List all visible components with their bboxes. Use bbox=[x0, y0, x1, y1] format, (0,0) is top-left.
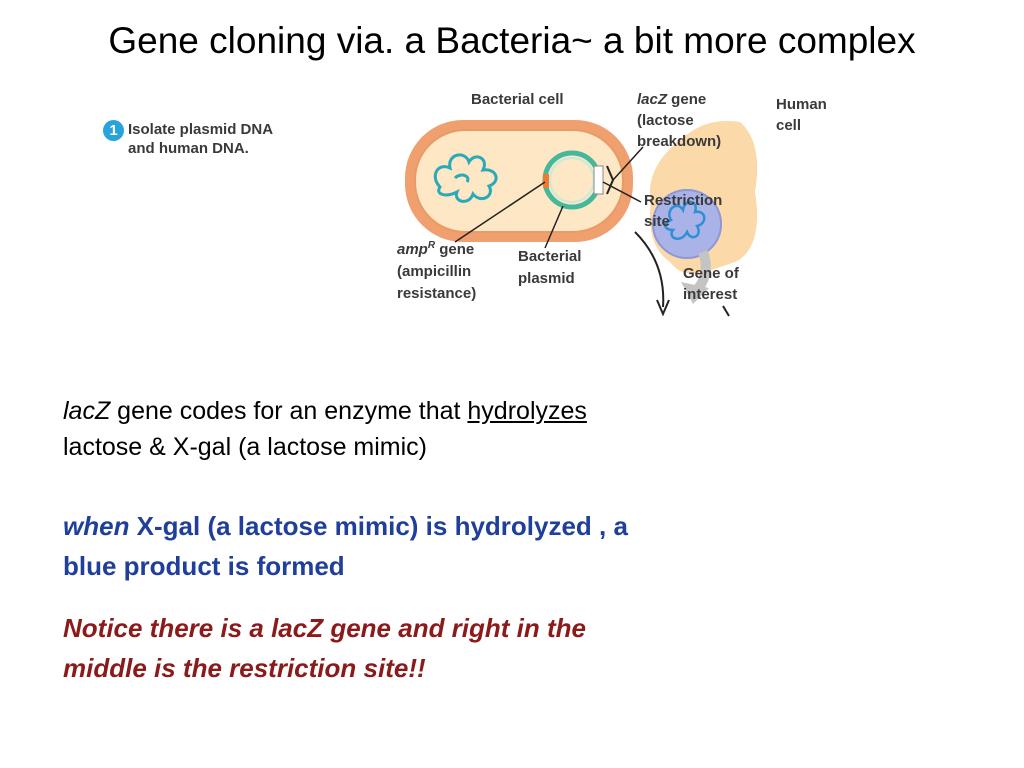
downward-arrowhead bbox=[656, 299, 670, 317]
label-amp-line2: (ampicillin bbox=[397, 263, 471, 280]
label-restriction-line2: site bbox=[644, 213, 670, 230]
label-human-cell-line2: cell bbox=[776, 117, 802, 134]
label-goi-line2: interest bbox=[683, 286, 737, 303]
gene-of-interest-pointer bbox=[722, 305, 730, 317]
restriction-pointer bbox=[602, 181, 642, 203]
note-line2: middle is the restriction site!! bbox=[63, 653, 426, 683]
label-bacterial-cell: Bacterial cell bbox=[471, 91, 564, 108]
note-line1: Notice there is a lacZ gene and right in… bbox=[63, 613, 586, 643]
label-lacz-line2: (lactose bbox=[637, 112, 694, 129]
plasmid-pointer bbox=[544, 205, 564, 249]
label-human-cell: Human cell bbox=[776, 94, 827, 136]
lacz-paragraph: lacZ gene codes for an enzyme that hydro… bbox=[63, 393, 803, 465]
lacz-pointer bbox=[612, 146, 644, 181]
step-text: Isolate plasmid DNA and human DNA. bbox=[128, 120, 273, 158]
lacz-paragraph-line2: lactose & X-gal (a lactose mimic) bbox=[63, 433, 428, 461]
step-number-badge: 1 bbox=[103, 120, 124, 141]
lacz-paragraph-part1: gene codes for an enzyme that bbox=[110, 397, 468, 425]
label-lacz-gene: lacZ gene bbox=[637, 91, 706, 108]
label-amp-gene: ampR gene bbox=[397, 240, 474, 258]
label-plasmid-line2: plasmid bbox=[518, 270, 575, 287]
ampr-segment bbox=[543, 174, 549, 188]
slide-title: Gene cloning via. a Bacteria~ a bit more… bbox=[108, 20, 916, 61]
label-lacz-line3: breakdown) bbox=[637, 133, 721, 150]
step-text-line2: and human DNA. bbox=[128, 140, 249, 157]
xgal-line1-rest: X-gal (a lactose mimic) is hydrolyzed , … bbox=[129, 511, 628, 541]
label-goi-line1: Gene of bbox=[683, 265, 740, 282]
human-dna-squiggle bbox=[664, 200, 706, 240]
human-dna-arrowhead bbox=[681, 282, 709, 304]
label-amp-italic: amp bbox=[397, 241, 428, 258]
cloning-diagram: Bacterial cell lacZ gene (lactose breakd… bbox=[397, 91, 758, 317]
label-plasmid-line1: Bacterial bbox=[518, 248, 581, 265]
step-text-line1: Isolate plasmid DNA bbox=[128, 121, 274, 138]
label-human-cell-line1: Human bbox=[776, 96, 827, 113]
label-amp-sup: R bbox=[428, 240, 436, 251]
downward-arrow bbox=[634, 231, 665, 308]
label-amp-gene-word: gene bbox=[435, 241, 474, 258]
amp-pointer bbox=[454, 181, 546, 243]
lacz-segment bbox=[593, 165, 604, 195]
label-lacz-gene-word: gene bbox=[667, 91, 706, 108]
label-restriction-line1: Restriction bbox=[644, 192, 722, 209]
step-1-instruction: 1 Isolate plasmid DNA and human DNA. bbox=[103, 120, 343, 158]
lacz-term: lacZ bbox=[63, 397, 111, 425]
human-nucleus bbox=[652, 189, 722, 259]
bacterial-cell-inner bbox=[414, 129, 624, 233]
xgal-statement: when X-gal (a lactose mimic) is hydrolyz… bbox=[63, 506, 823, 586]
label-amp-line3: resistance) bbox=[397, 285, 476, 302]
restriction-site-note: Notice there is a lacZ gene and right in… bbox=[63, 608, 823, 688]
hydrolyzes-term: hydrolyzes bbox=[467, 397, 587, 425]
cloning-figure: Bacterial cell lacZ gene (lactose breakd… bbox=[385, 82, 760, 318]
label-lacz-italic: lacZ bbox=[637, 91, 668, 108]
bacterial-dna-squiggle bbox=[433, 153, 498, 203]
xgal-when: when bbox=[63, 511, 130, 541]
xgal-line2: blue product is formed bbox=[63, 551, 345, 581]
